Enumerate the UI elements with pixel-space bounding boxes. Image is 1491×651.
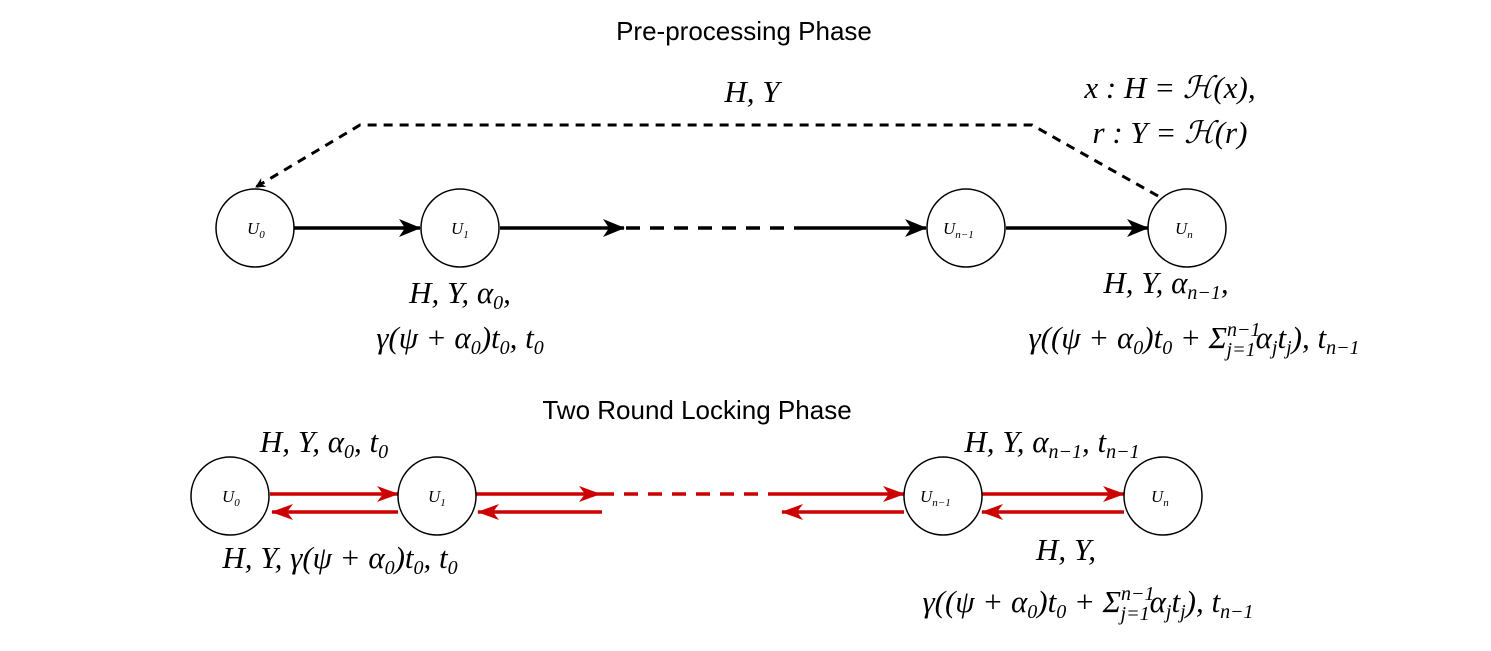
hash-definition-x: x : H = ℋ(x), <box>1083 70 1255 105</box>
svg-text:U0: U0 <box>222 487 240 509</box>
svg-text:Un−1: Un−1 <box>943 219 974 241</box>
u1-message-line2: γ(ψ + α0)t0, t0 <box>376 320 544 359</box>
node-un: Un <box>1147 188 1227 268</box>
svg-text:U1: U1 <box>451 219 469 241</box>
svg-text:Un−1: Un−1 <box>920 487 951 509</box>
node-u0: U0 <box>215 188 295 268</box>
feedback-dashed-arrow <box>255 123 1159 198</box>
svg-text:U1: U1 <box>428 487 446 509</box>
locking-bottom-left-label: H, Y, γ(ψ + α0)t0, t0 <box>221 540 457 579</box>
node-un-1: Un−1 <box>926 188 1006 268</box>
locking-top-left-label: H, Y, α0, t0 <box>259 424 388 463</box>
svg-text:U0: U0 <box>247 219 265 241</box>
svg-text:Un: Un <box>1175 219 1193 241</box>
locking-top-right-label: H, Y, αn−1, tn−1 <box>963 424 1139 463</box>
lock-node-u0: U0 <box>190 456 270 536</box>
lock-node-u1: U1 <box>397 456 477 536</box>
preprocessing-title: Pre-processing Phase <box>616 16 872 46</box>
u1-message-line1: H, Y, α0, <box>408 275 511 314</box>
node-u1: U1 <box>420 188 500 268</box>
locking-bottom-right-line1: H, Y, <box>1035 532 1096 567</box>
locking-title: Two Round Locking Phase <box>542 395 851 425</box>
svg-text:Un: Un <box>1151 487 1169 509</box>
hash-definition-r: r : Y = ℋ(r) <box>1093 115 1248 150</box>
un-message-line1: H, Y, αn−1, <box>1102 265 1228 304</box>
lock-node-un: Un <box>1123 456 1203 536</box>
lock-node-un-1: Un−1 <box>903 456 983 536</box>
feedback-label: H, Y <box>723 74 782 109</box>
